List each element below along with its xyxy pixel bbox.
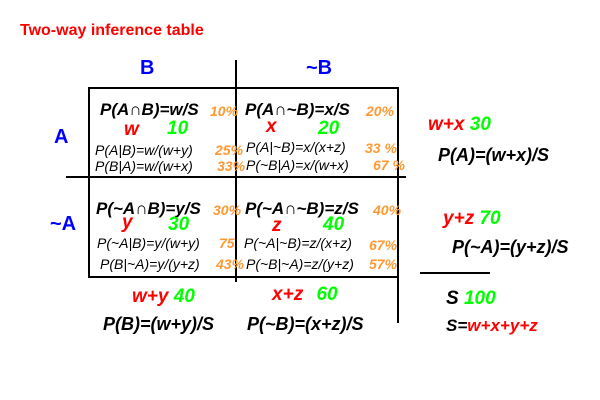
col-total-not-b: x+z 60 — [272, 284, 338, 306]
cell-joint-pct: 20% — [366, 103, 395, 119]
total-label: S — [446, 288, 459, 309]
cell-cond-1-pct: 25% — [215, 142, 244, 158]
term: x — [453, 114, 465, 135]
cell-cond-2-pct: 33% — [217, 158, 246, 174]
count: 40 — [173, 286, 195, 307]
cell-joint: P(A∩~B)=x/S — [245, 100, 350, 119]
title: Two-way inference table — [20, 22, 204, 39]
row-total-not-a-formula: P(~A)=(y+z)/S — [452, 237, 569, 257]
box-left — [88, 87, 90, 278]
formula-prefix: S= — [446, 316, 468, 335]
cell-cond-1: P(~A|~B)=z/(x+z) — [244, 235, 352, 251]
cell-joint: P(~A∩B)=y/S — [96, 199, 201, 218]
cell-cond-1-pct: 67% — [369, 237, 398, 253]
col-header-not-b: ~B — [306, 57, 333, 79]
total-count: 100 — [463, 288, 496, 309]
cell-cond-2-pct: 67 % — [373, 157, 405, 173]
term: w — [467, 316, 481, 335]
col-total-not-b-formula: P(~B)=(x+z)/S — [247, 314, 364, 334]
cell-count: 30 — [168, 214, 190, 235]
box-top — [88, 87, 399, 89]
cell-cond-1: P(~A|B)=y/(w+y) — [97, 235, 200, 251]
cell-joint-pct: 30% — [213, 202, 242, 218]
term: z — [464, 208, 475, 229]
term: y — [157, 286, 169, 307]
cell-joint: P(A∩B)=w/S — [100, 100, 199, 119]
row-total-not-a: y+z 70 — [443, 208, 501, 230]
term: w — [428, 114, 443, 135]
cell-cond-2: P(~B|A)=x/(w+x) — [246, 157, 349, 173]
cell-joint-pct: 40% — [373, 202, 402, 218]
cell-cond-2: P(B|A)=w/(w+x) — [95, 158, 193, 174]
col-total-b-formula: P(B)=(w+y)/S — [103, 314, 215, 334]
op: + — [442, 114, 454, 135]
cell-joint: P(~A∩~B)=z/S — [245, 199, 359, 218]
col-total-b: w+y 40 — [132, 286, 195, 308]
count: 60 — [316, 284, 338, 305]
cell-cond-2-pct: 57% — [369, 256, 398, 272]
row-header-not-a: ~A — [50, 213, 77, 235]
op: + — [519, 316, 530, 335]
center-horizontal — [66, 176, 406, 178]
cell-cond-1: P(A|~B)=x/(x+z) — [246, 139, 346, 155]
term: z — [529, 316, 538, 335]
cell-var: y — [122, 212, 133, 233]
cell-count: 40 — [323, 214, 345, 235]
col-header-b: B — [140, 57, 155, 79]
cell-var: x — [266, 116, 277, 137]
op: + — [480, 316, 491, 335]
cell-count: 10 — [167, 118, 189, 139]
cell-count: 20 — [318, 118, 340, 139]
count: 30 — [469, 114, 491, 135]
term: w — [132, 286, 147, 307]
box-bottom — [88, 276, 399, 278]
cell-joint-pct: 10% — [210, 103, 239, 119]
cell-var: z — [272, 215, 282, 236]
term: y — [509, 316, 520, 335]
cell-cond-2: P(B|~A)=y/(y+z) — [100, 256, 200, 272]
term: x — [490, 316, 500, 335]
cell-cond-1: P(A|B)=w/(w+y) — [95, 142, 193, 158]
grand-total-formula: S=w+x+y+z — [446, 316, 538, 336]
row-header-a: A — [54, 126, 69, 148]
cell-var: w — [124, 119, 139, 140]
op: + — [499, 316, 510, 335]
op: + — [146, 286, 158, 307]
cell-cond-2: P(~B|~A)=z/(y+z) — [246, 256, 354, 272]
op: + — [282, 284, 294, 305]
center-vertical — [235, 60, 237, 282]
grand-total: S 100 — [446, 288, 496, 310]
row-total-a-formula: P(A)=(w+x)/S — [438, 145, 550, 165]
count: 70 — [479, 208, 501, 229]
term: z — [293, 284, 304, 305]
total-divider — [420, 272, 490, 274]
box-right — [397, 87, 399, 323]
cell-cond-1-pct: 33 % — [365, 140, 397, 156]
op: + — [453, 208, 465, 229]
term: x — [272, 284, 283, 305]
cell-cond-2-pct: 43% — [216, 256, 245, 272]
term: y — [443, 208, 454, 229]
cell-cond-1-pct: 75 — [219, 235, 235, 251]
row-total-a: w+x 30 — [428, 114, 491, 136]
